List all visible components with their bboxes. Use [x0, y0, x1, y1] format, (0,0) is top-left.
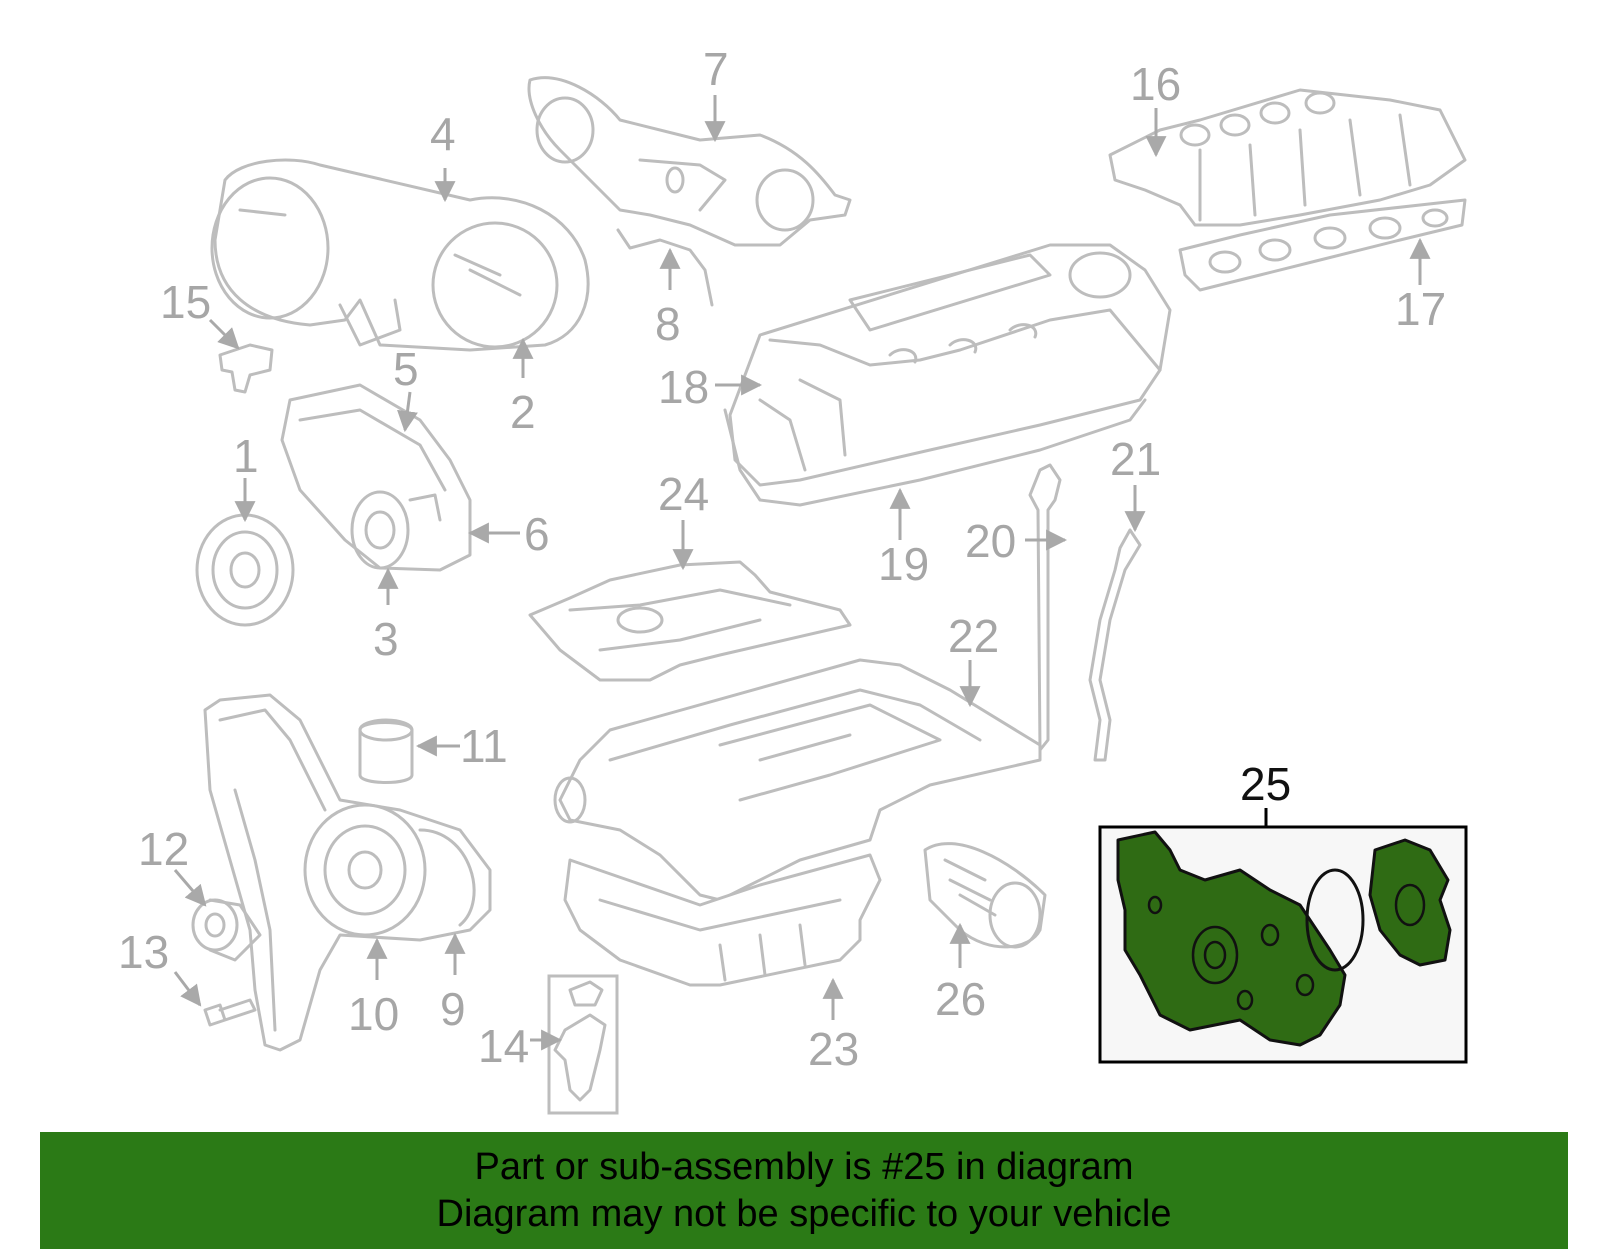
part-26-oil-filter: [923, 842, 1047, 949]
footer-banner: Part or sub-assembly is #25 in diagram D…: [40, 1132, 1568, 1249]
callout-18: 18: [658, 361, 709, 413]
callout-12: 12: [138, 823, 189, 875]
part-21-dipstick-tube: [1088, 528, 1142, 762]
callout-11: 11: [460, 720, 508, 772]
callout-8: 8: [655, 298, 681, 350]
part-12-tensioner: [191, 898, 262, 962]
part-25-oil-pump-assembly: [1098, 825, 1468, 1064]
part-17-manifold-gasket: [1178, 198, 1467, 292]
part-9-timing-belt: [203, 693, 492, 1052]
callout-1: 1: [233, 430, 259, 482]
part-19-valve-cover-gasket: [723, 398, 1147, 507]
callout-5: 5: [393, 343, 419, 395]
callout-23: 23: [808, 1023, 859, 1075]
callout-14: 14: [478, 1020, 529, 1072]
part-24-baffle-plate: [528, 560, 852, 682]
callout-13: 13: [118, 926, 169, 978]
callout-21: 21: [1110, 433, 1161, 485]
part-13-bolt: [203, 998, 257, 1027]
part-14-oil-strainer: [547, 974, 619, 1115]
callout-15: 15: [160, 276, 211, 328]
footer-part-note: Part or sub-assembly is #25 in diagram: [474, 1146, 1134, 1188]
part-22-oil-pan-upper: [553, 658, 1042, 902]
callout-26: 26: [935, 973, 986, 1025]
callout-16: 16: [1130, 58, 1181, 110]
part-5-timing-cover-lower: [280, 383, 472, 572]
callout-2: 2: [510, 386, 536, 438]
part-11-idler-pulley: [358, 718, 414, 784]
part-7-timing-plate: [527, 76, 852, 247]
part-4-timing-cover-upper: [210, 158, 590, 352]
callout-6: 6: [524, 508, 550, 560]
part-20-dipstick: [1028, 463, 1062, 752]
part-16-intake-manifold: [1108, 88, 1467, 227]
callout-19: 19: [878, 538, 929, 590]
part-25-o-ring: [1305, 868, 1365, 972]
part-23-oil-pan-lower: [563, 853, 882, 987]
callout-20: 20: [965, 515, 1016, 567]
part-10-timing-pulley: [303, 803, 476, 937]
callout-9: 9: [440, 983, 466, 1035]
callout-10: 10: [348, 988, 399, 1040]
part-8-gasket: [616, 228, 714, 307]
callout-24: 24: [658, 468, 709, 520]
callout-4: 4: [430, 108, 456, 160]
footer-disclaimer: Diagram may not be specific to your vehi…: [436, 1193, 1172, 1235]
callout-17: 17: [1395, 283, 1446, 335]
callout-25: 25: [1240, 758, 1291, 810]
part-18-valve-cover: [728, 243, 1172, 487]
callout-arrows: [173, 95, 1431, 1051]
part-1-crank-pulley: [195, 513, 295, 627]
callout-7: 7: [703, 43, 729, 95]
callout-3: 3: [373, 613, 399, 665]
callout-22: 22: [948, 610, 999, 662]
part-15-sensor: [218, 343, 274, 394]
